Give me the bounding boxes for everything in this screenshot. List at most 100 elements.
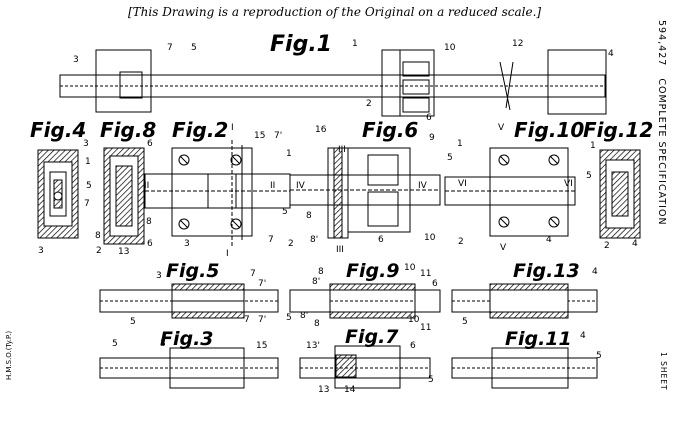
ref-8p: 8': [310, 235, 319, 245]
ref-1: 1: [590, 141, 596, 151]
fig6-plan: [289, 147, 441, 239]
ref-5: 5: [130, 317, 136, 327]
fig11-elevation: [451, 347, 598, 389]
ref-10: 10: [408, 315, 420, 325]
ref-5: 5: [428, 375, 434, 385]
fig4-title: Fig.4: [30, 118, 87, 142]
ref-VI: VI: [564, 179, 573, 189]
fig10-plan: [444, 147, 576, 237]
ref-8: 8: [146, 217, 152, 227]
ref-11: 11: [420, 269, 432, 279]
ref-4: 4: [632, 239, 638, 249]
fig9-title: Fig.9: [346, 260, 400, 282]
ref-13: 13: [318, 385, 330, 395]
ref-8: 8: [318, 267, 324, 277]
ref-I: I: [226, 249, 229, 259]
ref-2: 2: [366, 99, 372, 109]
ref-14: 14: [344, 385, 356, 395]
fig1-assembly: [59, 49, 607, 117]
ref-16: 16: [315, 125, 327, 135]
ref-11: 11: [420, 323, 432, 333]
fig12-section: [599, 149, 641, 239]
ref-10: 10: [404, 263, 416, 273]
ref-8p: 8': [312, 277, 321, 287]
ref-12: 12: [512, 39, 524, 49]
ref-V: V: [500, 243, 507, 253]
ref-2: 2: [96, 246, 102, 256]
ref-II: II: [144, 181, 150, 191]
ref-5: 5: [286, 313, 292, 323]
ref-10: 10: [444, 43, 456, 53]
fig7-title: Fig.7: [345, 326, 399, 348]
fig8-title: Fig.8: [100, 118, 157, 142]
fig2-plan: [144, 140, 291, 248]
ref-1: 1: [457, 139, 463, 149]
ref-3: 3: [184, 239, 190, 249]
ref-4: 4: [608, 49, 614, 59]
ref-V: V: [498, 123, 505, 133]
ref-8: 8: [314, 319, 320, 329]
ref-1: 1: [85, 157, 91, 167]
ref-5: 5: [462, 317, 468, 327]
ref-IV: IV: [296, 181, 305, 191]
ref-5: 5: [86, 181, 92, 191]
fig8-section: [103, 147, 145, 245]
ref-6: 6: [147, 139, 153, 149]
fig5-elevation: [99, 283, 279, 319]
ref-8: 8: [306, 211, 312, 221]
ref-4: 4: [580, 331, 586, 341]
ref-II: II: [270, 181, 276, 191]
ref-III: III: [336, 245, 344, 255]
ref-I: I: [231, 123, 234, 133]
ref-15: 15: [256, 341, 268, 351]
ref-4: 4: [546, 235, 552, 245]
fig1-title: Fig.1: [270, 32, 332, 57]
ref-10: 10: [424, 233, 436, 243]
ref-2: 2: [288, 239, 294, 249]
ref-6: 6: [378, 235, 384, 245]
ref-2: 2: [458, 237, 464, 247]
ref-IV: IV: [418, 181, 427, 191]
ref-7: 7: [84, 199, 90, 209]
ref-3: 3: [73, 55, 79, 65]
ref-6: 6: [410, 341, 416, 351]
ref-13: 13: [118, 247, 130, 257]
ref-5: 5: [191, 43, 197, 53]
ref-3: 3: [38, 246, 44, 256]
reproduction-note: [This Drawing is a reproduction of the O…: [128, 5, 542, 19]
ref-7: 7: [167, 43, 173, 53]
fig3-title: Fig.3: [160, 328, 214, 350]
ref-5: 5: [112, 339, 118, 349]
ref-1: 1: [286, 149, 292, 159]
fig10-title: Fig.10: [514, 118, 585, 142]
fig4-section: [37, 149, 79, 239]
ref-7p: 7': [258, 315, 267, 325]
ref-3: 3: [160, 339, 166, 349]
ref-15: 15: [254, 131, 266, 141]
ref-VI: VI: [458, 179, 467, 189]
ref-3: 3: [83, 139, 89, 149]
ref-13p: 13': [306, 341, 320, 351]
fig12-title: Fig.12: [583, 118, 654, 142]
fig2-title: Fig.2: [172, 118, 229, 142]
fig13-elevation: [451, 283, 598, 319]
fig6-title: Fig.6: [362, 118, 419, 142]
fig9-elevation: [289, 283, 441, 319]
ref-7p: 7': [274, 131, 283, 141]
ref-6: 6: [147, 239, 153, 249]
ref-9: 9: [429, 133, 435, 143]
ref-7: 7: [268, 235, 274, 245]
ref-8p: 8': [300, 311, 309, 321]
ref-6: 6: [432, 279, 438, 289]
fig5-title: Fig.5: [166, 260, 220, 282]
ref-4: 4: [592, 267, 598, 277]
ref-6: 6: [426, 113, 432, 123]
ref-1: 1: [352, 39, 358, 49]
ref-5: 5: [447, 153, 453, 163]
ref-III: III: [338, 145, 346, 155]
ref-5: 5: [282, 207, 288, 217]
ref-5: 5: [596, 351, 602, 361]
ref-7: 7: [244, 315, 250, 325]
